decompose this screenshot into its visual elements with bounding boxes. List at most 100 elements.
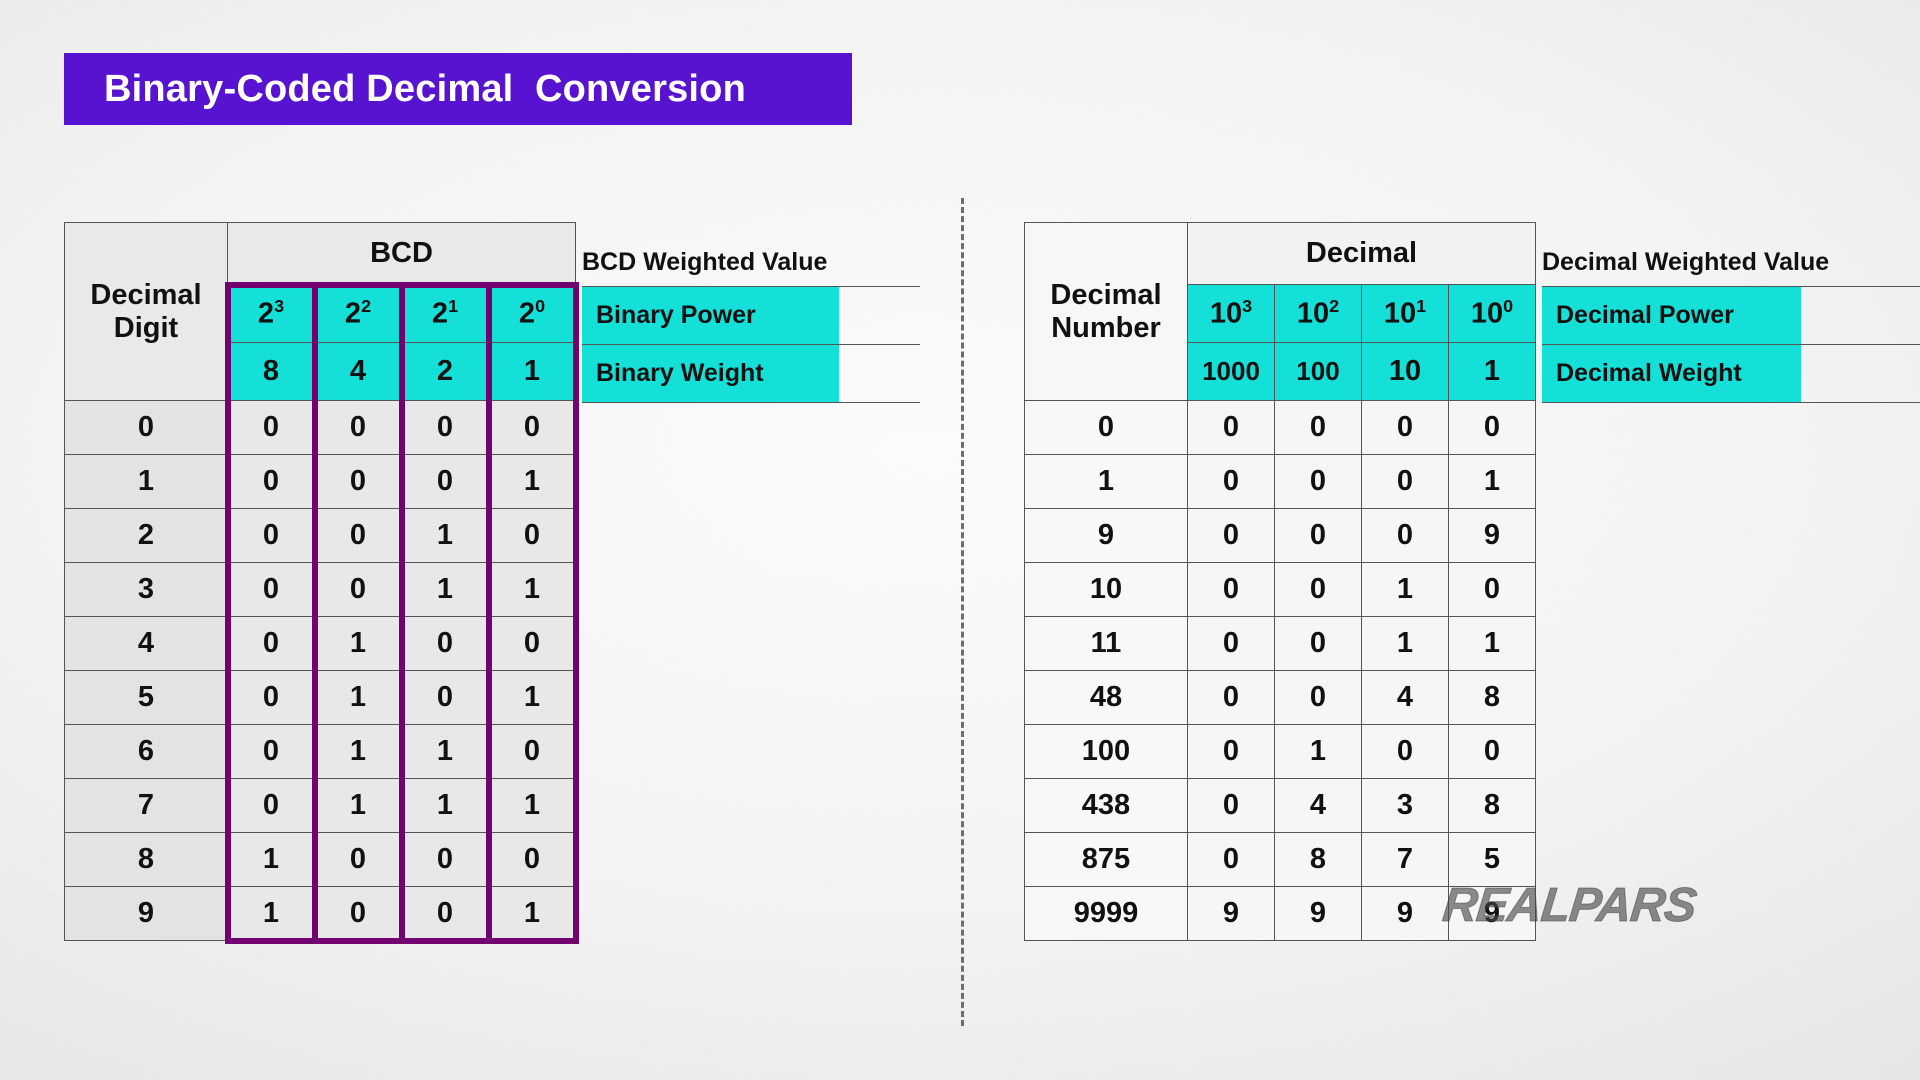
bcd-row-number: 5 — [64, 670, 228, 725]
dec-value-cell: 0 — [1187, 400, 1275, 455]
bcd-value-cell: 0 — [314, 508, 402, 563]
decimal-legend: Decimal Weighted Value Decimal Power Dec… — [1542, 238, 1920, 403]
bcd-value-cell: 1 — [488, 670, 576, 725]
bcd-row-number: 2 — [64, 508, 228, 563]
dec-value-cell: 7 — [1361, 832, 1449, 887]
bcd-group-header: BCD — [227, 222, 576, 285]
bcd-value-cell: 0 — [227, 724, 315, 779]
dec-value-cell: 1 — [1361, 562, 1449, 617]
dec-weight-cell: 1000 — [1187, 342, 1275, 401]
bcd-value-cell: 1 — [401, 562, 489, 617]
bcd-value-cell: 0 — [227, 670, 315, 725]
bcd-legend: BCD Weighted Value Binary Power Binary W… — [582, 238, 920, 403]
bcd-weight-cell: 8 — [227, 342, 315, 401]
bcd-weight-cell: 4 — [314, 342, 402, 401]
bcd-row-number: 4 — [64, 616, 228, 671]
dec-value-cell: 0 — [1274, 400, 1362, 455]
bcd-value-cell: 0 — [401, 670, 489, 725]
dec-value-cell: 0 — [1448, 724, 1536, 779]
bcd-value-cell: 0 — [314, 562, 402, 617]
decimal-weight-chip-wrap: Decimal Weight — [1542, 345, 1920, 403]
dec-value-cell: 8 — [1448, 670, 1536, 725]
dec-value-cell: 0 — [1361, 508, 1449, 563]
realpars-watermark-logo: REALPARS — [1440, 879, 1699, 933]
decimal-weight-label: Decimal Weight — [1542, 345, 1801, 402]
bcd-value-cell: 0 — [227, 616, 315, 671]
dec-row-number: 1 — [1024, 454, 1188, 509]
dec-power-cell: 103 — [1187, 284, 1275, 343]
dec-row-number: 438 — [1024, 778, 1188, 833]
bcd-value-cell: 1 — [314, 778, 402, 833]
dec-weight-cell: 10 — [1361, 342, 1449, 401]
bcd-row-number: 9 — [64, 886, 228, 941]
dec-value-cell: 1 — [1448, 454, 1536, 509]
bcd-value-cell: 0 — [314, 400, 402, 455]
dec-value-cell: 0 — [1274, 670, 1362, 725]
decimal-power-chip-wrap: Decimal Power — [1542, 287, 1920, 345]
dec-value-cell: 0 — [1361, 400, 1449, 455]
bcd-binary-weight-label: Binary Weight — [582, 345, 839, 402]
bcd-value-cell: 0 — [401, 832, 489, 887]
bcd-binary-weight-chip-wrap: Binary Weight — [582, 345, 920, 403]
bcd-row-number: 3 — [64, 562, 228, 617]
dec-value-cell: 4 — [1274, 778, 1362, 833]
dec-value-cell: 0 — [1274, 508, 1362, 563]
dec-weight-cell: 100 — [1274, 342, 1362, 401]
dec-value-cell: 0 — [1274, 616, 1362, 671]
bcd-value-cell: 1 — [401, 508, 489, 563]
dec-row-number: 10 — [1024, 562, 1188, 617]
bcd-power-cell: 21 — [401, 284, 489, 343]
dec-value-cell: 0 — [1187, 670, 1275, 725]
bcd-value-cell: 1 — [488, 454, 576, 509]
title-banner: Binary-Coded Decimal Conversion — [64, 53, 852, 125]
bcd-row-number: 6 — [64, 724, 228, 779]
bcd-value-cell: 1 — [401, 724, 489, 779]
dec-row-number: 0 — [1024, 400, 1188, 455]
dec-value-cell: 9 — [1187, 886, 1275, 941]
bcd-value-cell: 0 — [488, 832, 576, 887]
bcd-binary-power-chip-wrap: Binary Power — [582, 287, 920, 345]
bcd-value-cell: 1 — [401, 778, 489, 833]
bcd-value-cell: 0 — [227, 778, 315, 833]
dec-value-cell: 0 — [1361, 454, 1449, 509]
dec-power-cell: 101 — [1361, 284, 1449, 343]
dec-value-cell: 5 — [1448, 832, 1536, 887]
dec-value-cell: 0 — [1448, 562, 1536, 617]
bcd-value-cell: 1 — [314, 670, 402, 725]
bcd-value-cell: 1 — [314, 724, 402, 779]
dec-power-cell: 102 — [1274, 284, 1362, 343]
bcd-value-cell: 1 — [314, 616, 402, 671]
dec-value-cell: 0 — [1187, 616, 1275, 671]
dec-value-cell: 0 — [1187, 508, 1275, 563]
dec-weight-cell: 1 — [1448, 342, 1536, 401]
bcd-value-cell: 1 — [488, 778, 576, 833]
bcd-value-cell: 0 — [314, 454, 402, 509]
dec-value-cell: 1 — [1361, 616, 1449, 671]
dec-row-number: 875 — [1024, 832, 1188, 887]
bcd-value-cell: 0 — [314, 886, 402, 941]
bcd-value-cell: 0 — [401, 886, 489, 941]
dec-value-cell: 9 — [1448, 508, 1536, 563]
bcd-power-cell: 20 — [488, 284, 576, 343]
bcd-value-cell: 0 — [314, 832, 402, 887]
dec-row-number: 11 — [1024, 616, 1188, 671]
dec-power-cell: 100 — [1448, 284, 1536, 343]
dec-value-cell: 9 — [1361, 886, 1449, 941]
bcd-value-cell: 0 — [227, 562, 315, 617]
bcd-value-cell: 0 — [227, 454, 315, 509]
vertical-dashed-divider — [961, 198, 964, 1026]
bcd-value-cell: 1 — [227, 886, 315, 941]
